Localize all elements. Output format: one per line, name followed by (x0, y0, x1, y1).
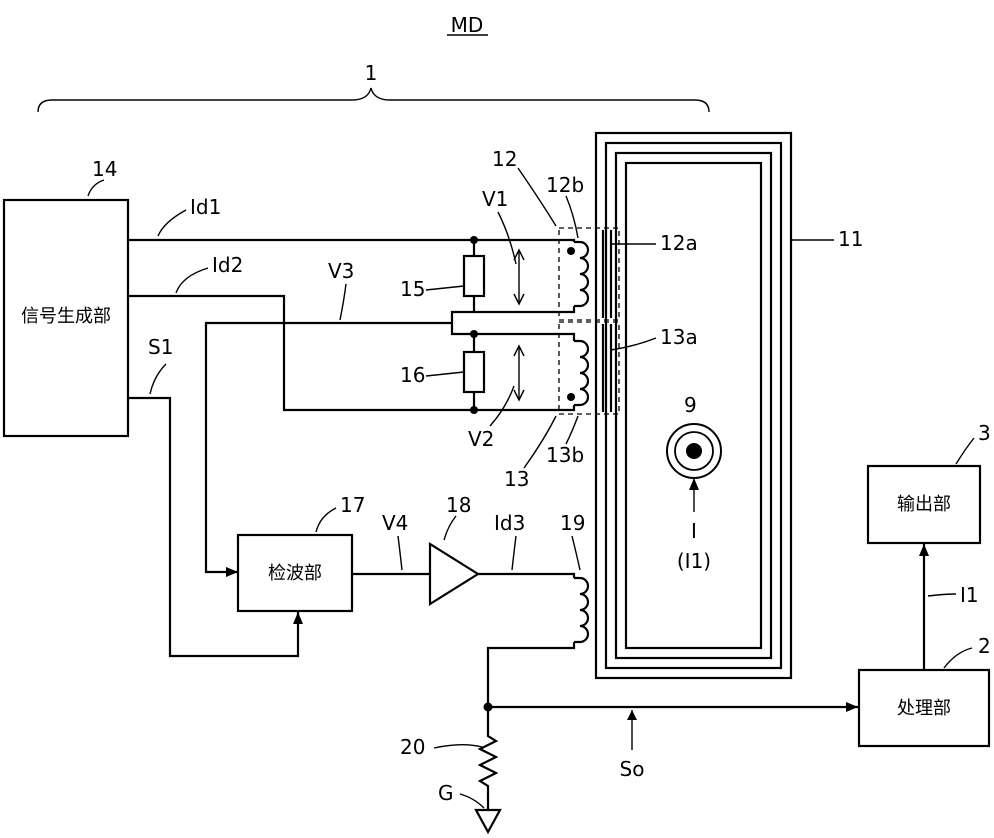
amplifier-ref: 18 (446, 493, 471, 517)
processor-label: 处理部 (897, 698, 951, 719)
conductor-symbol (666, 423, 722, 479)
resistor-15-ref: 15 (400, 277, 425, 301)
current-paren-label: (I1) (677, 549, 711, 573)
core-ref: 11 (838, 227, 863, 251)
signal-generator-ref: 14 (92, 157, 117, 181)
i1-label: I1 (960, 583, 979, 607)
coil-13b-ref: 13b (546, 443, 584, 467)
signal-generator-label: 信号生成部 (21, 306, 111, 327)
resistor-16 (462, 350, 486, 394)
signal-generator-block: 信号生成部 (2, 198, 130, 438)
output-block: 输出部 (866, 464, 982, 545)
id3-wire (478, 572, 576, 578)
output-label: 输出部 (897, 494, 951, 515)
ground-symbol (474, 808, 502, 835)
coil-12a-ref: 12a (660, 231, 698, 255)
current-label: I (691, 519, 697, 543)
coil-13a-ref: 13a (660, 325, 698, 349)
s1-label: S1 (148, 335, 173, 359)
v2-label: V2 (468, 427, 494, 451)
coil-13b (574, 339, 590, 407)
resistor-16-ref: 16 (400, 363, 425, 387)
figure-title: MD (451, 13, 484, 37)
processor-ref: 2 (978, 634, 991, 658)
conductor-ref: 9 (684, 393, 697, 417)
id2-wire (128, 294, 576, 412)
shunt-resistor-ref: 20 (400, 735, 425, 759)
ground-label: G (438, 781, 454, 805)
coil-group-13-ref: 13 (504, 467, 529, 491)
v3-label: V3 (328, 259, 354, 283)
id1-label: Id1 (190, 195, 221, 219)
detector-label: 检波部 (268, 563, 322, 584)
s1-wire (128, 396, 300, 658)
coil-12b-ref: 12b (546, 173, 584, 197)
amplifier-18 (428, 542, 481, 606)
device-brace (37, 87, 710, 113)
id3-label: Id3 (494, 511, 525, 535)
id1-wire (128, 238, 576, 242)
coil-12b (574, 240, 590, 308)
id2-label: Id2 (212, 253, 243, 277)
resistor-15 (462, 254, 486, 298)
device-ref-label: 1 (365, 61, 378, 85)
feedback-coil-19 (574, 576, 590, 644)
shunt-resistor-20 (477, 707, 499, 810)
so-label: So (620, 757, 645, 781)
feedback-coil-ref: 19 (560, 511, 585, 535)
coil-group-12-ref: 12 (492, 147, 517, 171)
processor-block: 处理部 (857, 668, 991, 748)
v3-wire (204, 321, 452, 574)
magnetic-core (594, 131, 793, 680)
output-ref: 3 (978, 421, 991, 445)
detector-ref: 17 (340, 493, 365, 517)
v1-label: V1 (482, 187, 508, 211)
v4-label: V4 (382, 511, 408, 535)
detector-block: 检波部 (236, 533, 354, 613)
